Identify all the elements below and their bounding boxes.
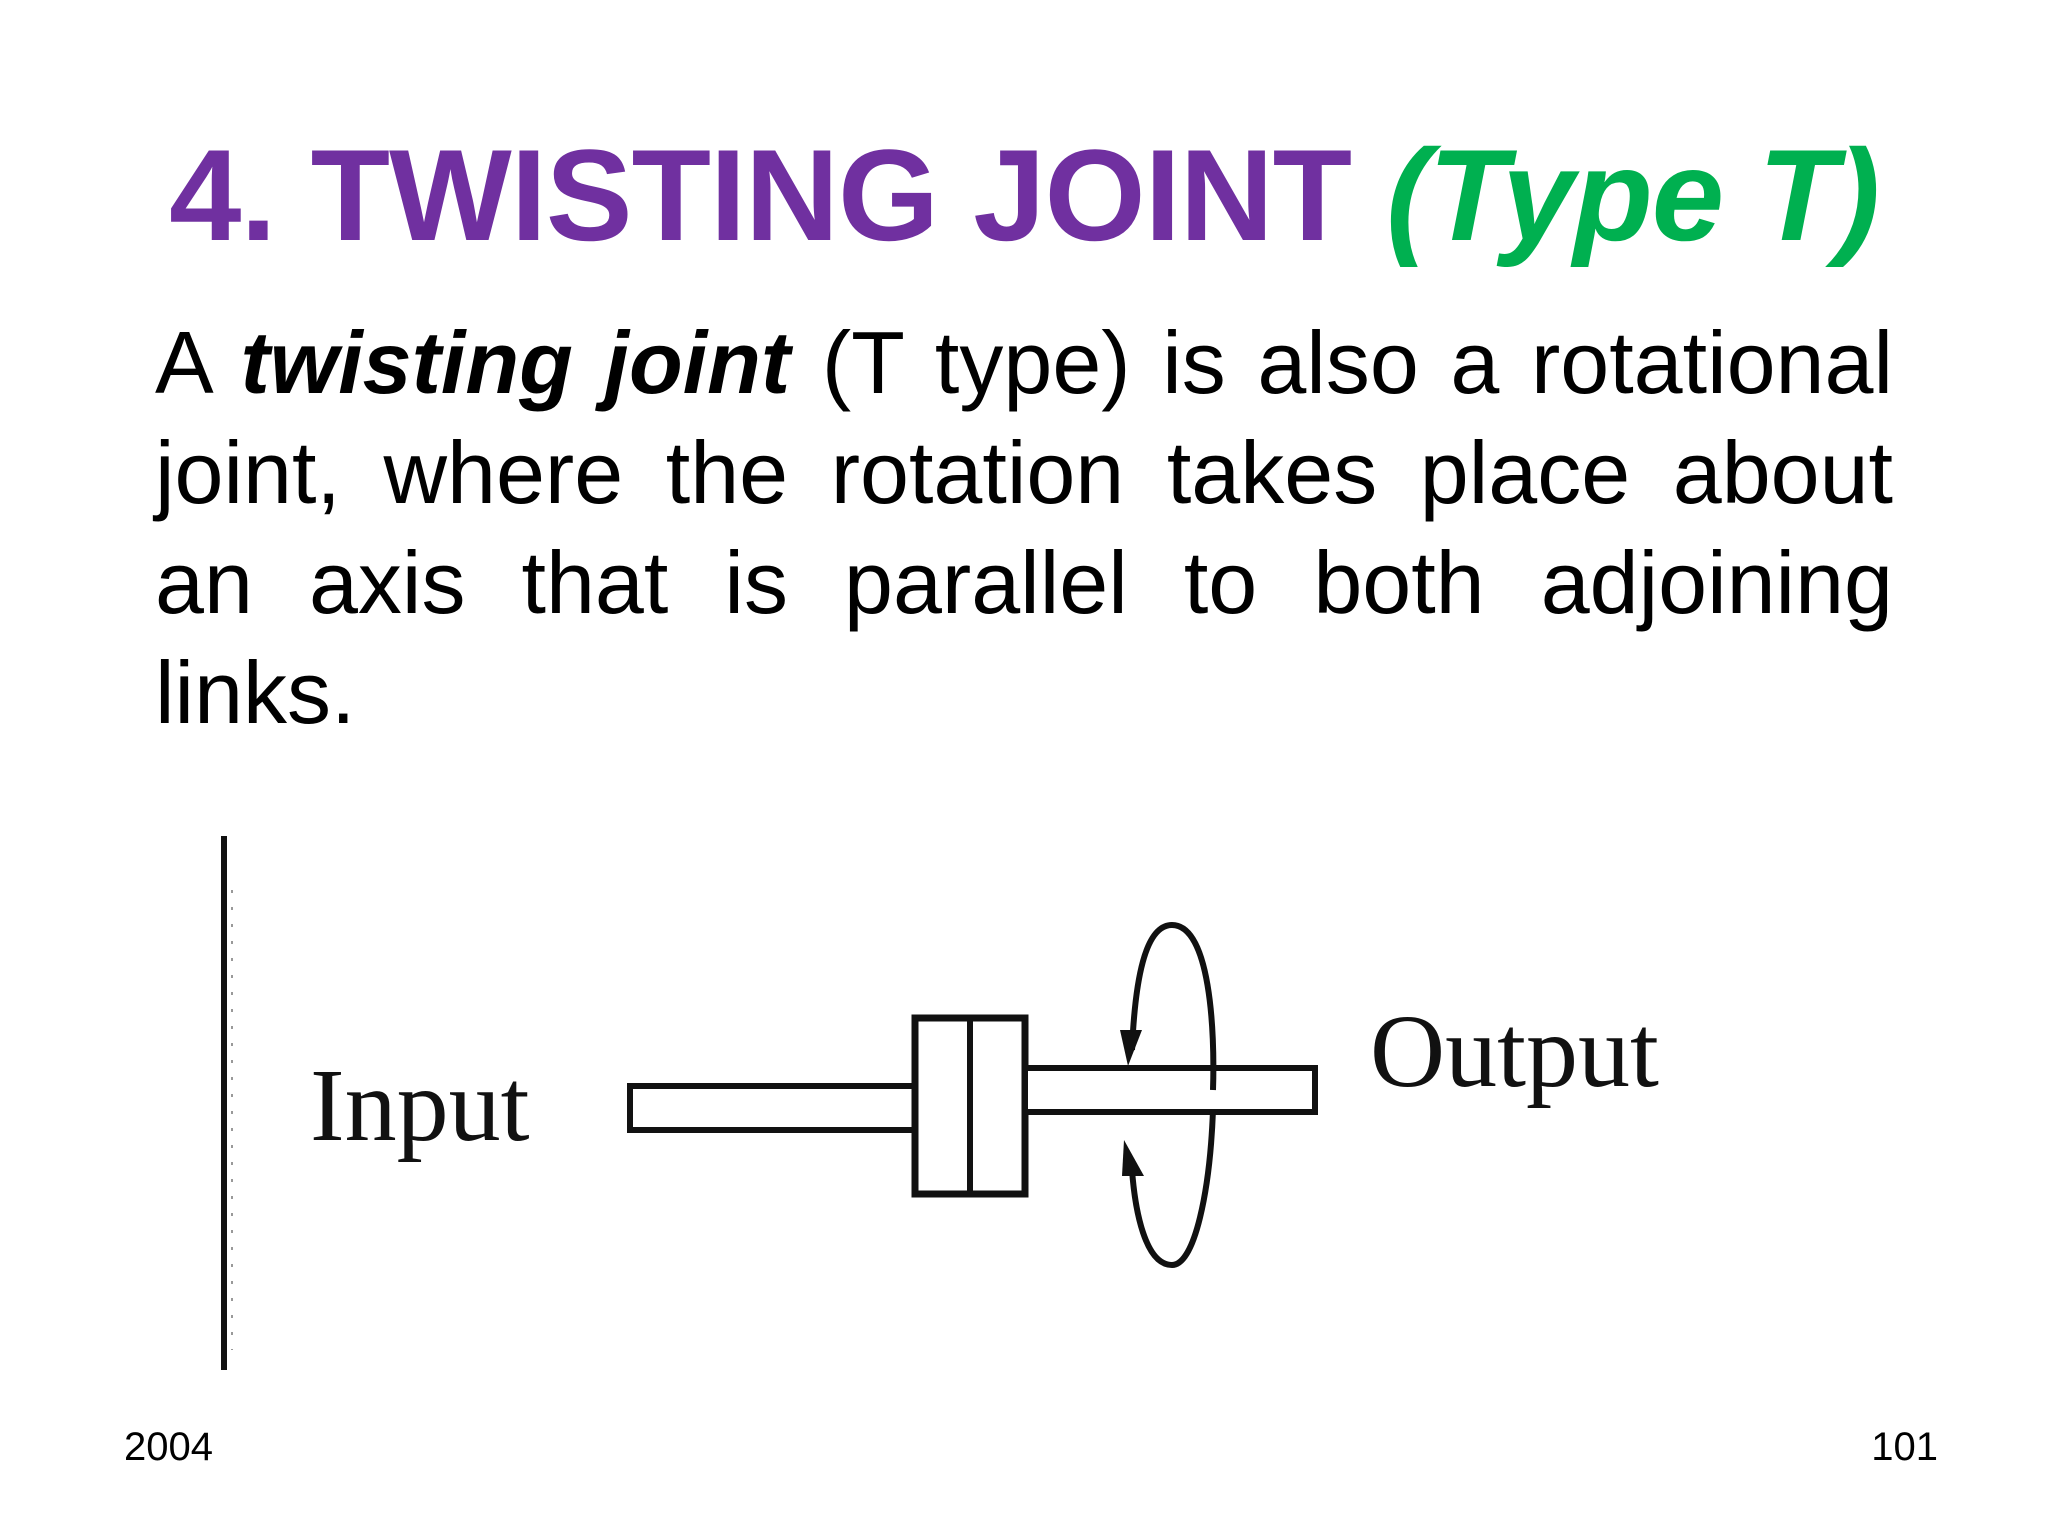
output-link bbox=[1022, 1065, 1318, 1115]
rotation-arc-lower bbox=[1129, 1109, 1216, 1269]
body-paragraph: A twisting joint (T type) is also a rota… bbox=[155, 308, 1893, 748]
output-label: Output bbox=[1370, 994, 1659, 1109]
footer-year: 2004 bbox=[124, 1425, 213, 1469]
body-part1: A bbox=[155, 313, 241, 412]
rotation-arrowhead-lower bbox=[1122, 1140, 1144, 1176]
title-type: (Type T) bbox=[1386, 122, 1880, 268]
title-main: 4. TWISTING JOINT bbox=[169, 122, 1387, 268]
input-label: Input bbox=[310, 1048, 530, 1163]
body-part2: (T type) is also a rotational joint, whe… bbox=[155, 313, 1893, 742]
twisting-joint-diagram: Input Output bbox=[221, 836, 1659, 1370]
input-link bbox=[627, 1083, 923, 1133]
slide-title: 4. TWISTING JOINT (Type T) bbox=[0, 120, 2048, 270]
rotation-arrowhead-upper bbox=[1120, 1030, 1142, 1066]
footer-page-number: 101 bbox=[1871, 1425, 1938, 1469]
rotation-arc-upper bbox=[1129, 921, 1217, 1091]
body-emphasis: twisting joint bbox=[240, 313, 791, 412]
